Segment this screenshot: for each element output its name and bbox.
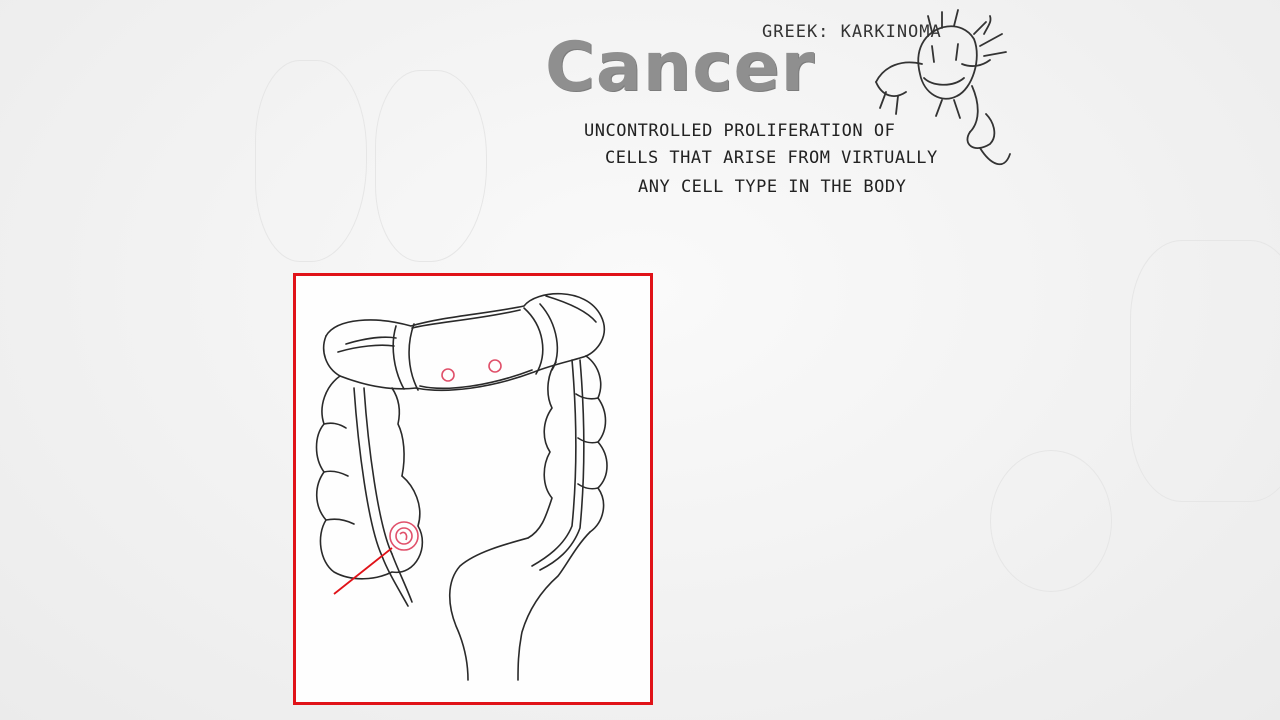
pointer-line [333, 547, 393, 595]
definition-line-2: CELLS THAT ARISE FROM VIRTUALLY [605, 148, 938, 168]
definition-line-1: UNCONTROLLED PROLIFERATION OF [584, 121, 896, 141]
crab-icon [875, 9, 1011, 166]
faint-organ-drawing-lower [990, 450, 1112, 592]
faint-lungs-drawing-right [375, 70, 487, 262]
colon-illustration-frame [293, 273, 653, 705]
definition-line-3: ANY CELL TYPE IN THE BODY [638, 177, 907, 197]
etymology-note: GREEK: KARKINOMA [762, 22, 942, 42]
colon-illustration [315, 292, 608, 681]
page-title: Cancer [545, 28, 816, 107]
faint-organ-drawing [1130, 240, 1280, 502]
faint-lungs-drawing [255, 60, 367, 262]
